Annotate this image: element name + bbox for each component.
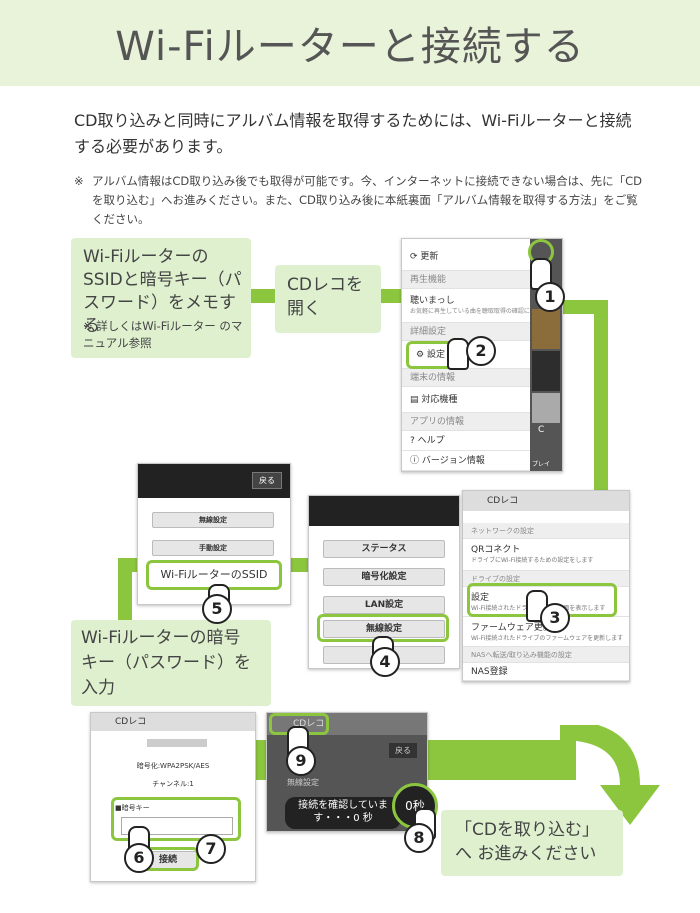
key-encrypt-label: 暗号化:WPA2PSK/AES — [136, 762, 210, 770]
step-number-1: 1 — [535, 282, 565, 312]
note-mark: ※ — [74, 174, 84, 188]
menu-settings[interactable]: ⚙ 設定 — [402, 341, 562, 369]
menu-listen[interactable]: 聴いまっし お気軽に再生している曲を聴取取得の確認に — [402, 289, 562, 323]
wireless-manual[interactable]: 手動設定 — [152, 540, 274, 556]
confirm-message: 接続を確認していま す・・・0 秒 — [285, 797, 401, 829]
settings-nas[interactable]: NAS登録 — [463, 663, 629, 681]
confirm-back-button[interactable]: 戻る — [389, 743, 417, 758]
flow-arrow-icon — [560, 725, 660, 825]
menu-section-play: 再生機能 — [402, 271, 562, 289]
album-cover-1[interactable] — [532, 309, 560, 349]
key-channel: チャンネル:1 — [152, 780, 194, 788]
step-number-2: 2 — [466, 336, 496, 366]
ssid-placeholder — [147, 739, 207, 747]
settings-firmware-title: ファームウェア更新 — [471, 623, 552, 633]
settings-qr-title: QRコネクト — [471, 545, 521, 555]
title-banner — [0, 0, 700, 86]
step-next-box: 「CDを取り込む」へ お進みください — [441, 810, 623, 876]
menu-section-device: 端末の情報 — [402, 369, 562, 387]
step-open-app-text: CDレコを 開く — [287, 275, 363, 319]
menu-section-app: アプリの情報 — [402, 413, 562, 431]
album-cover-3[interactable] — [532, 393, 560, 423]
step-memo-note: ※ 詳しくはWi-Fiルーター のマニュアル参照 — [83, 319, 243, 350]
screen-drive: ステータス 暗号化設定 LAN設定 無線設定 シ — [308, 495, 460, 669]
step-number-9: 9 — [286, 746, 316, 776]
wireless-topbar: 戻る — [138, 464, 290, 498]
play-label: プレイ — [532, 461, 551, 468]
screen-settings: CDレコ ネットワークの設定 QRコネクト ドライブにWi-Fi接続するための設… — [462, 490, 630, 682]
step-enter-key-text: Wi-Fiルーターの暗号 キー（パスワード）を 入力 — [81, 628, 251, 698]
settings-nas-section: NASへ転送/取り込み機能の設定 — [463, 647, 629, 663]
menu-compat[interactable]: ▤ 対応機種 — [402, 387, 562, 413]
step-number-4: 4 — [370, 647, 400, 677]
intro-text: CD取り込みと同時にアルバム情報を取得するためには、Wi-Fiルーターと接続する… — [74, 111, 632, 156]
flow-line-2 — [381, 289, 407, 303]
drive-lan-button[interactable]: LAN設定 — [323, 596, 445, 614]
flow-line-7 — [118, 558, 132, 622]
drive-topbar — [309, 496, 459, 526]
key-label: ■暗号キー — [115, 804, 150, 812]
page-title: Wi-Fiルーターと接続する — [115, 24, 585, 70]
note: ※ アルバム情報はCD取り込み後でも取得が可能です。今、インターネットに接続でき… — [74, 172, 644, 229]
menu-listen-sub: お気軽に再生している曲を聴取取得の確認に — [410, 308, 530, 315]
menu-version[interactable]: ⓘ バージョン情報 — [402, 451, 562, 471]
menu-help-label: ヘルプ — [417, 436, 445, 446]
settings-header: CDレコ — [463, 491, 629, 511]
settings-firmware[interactable]: ファームウェア更新 Wi-Fi接続されたドライブのファームウェアを更新します — [463, 617, 629, 647]
screen-wireless: 戻る 無線設定 手動設定 Wi-FiルーターのSSID — [137, 463, 291, 605]
flow-line-4 — [594, 300, 608, 500]
step-number-8: 8 — [404, 823, 434, 853]
screen-confirm: CDレコ 戻る 無線設定 接続を確認していま す・・・0 秒 — [266, 712, 428, 832]
settings-setting-title: 設定 — [471, 593, 490, 603]
step-memo-text: Wi-Fiルーターの SSIDと暗号キー（パ スワード）をメモする — [83, 247, 242, 336]
step-next-text: 「CDを取り込む」へ お進みください — [455, 820, 599, 864]
settings-firmware-sub: Wi-Fi接続されたドライブのファームウェアを更新します — [471, 635, 624, 642]
drive-status-button[interactable]: ステータス — [323, 540, 445, 558]
settings-network-section: ネットワークの設定 — [463, 523, 629, 539]
step-enter-key-box: Wi-Fiルーターの暗号 キー（パスワード）を 入力 — [71, 620, 271, 706]
step-number-6: 6 — [124, 843, 154, 873]
settings-qr-sub: ドライブにWi-Fi接続するための設定をします — [471, 557, 594, 564]
album-letter-c: C — [538, 425, 545, 435]
menu-version-label: バージョン情報 — [421, 456, 485, 466]
confirm-title: 無線設定 — [287, 778, 319, 787]
wireless-ssid[interactable]: Wi-FiルーターのSSID — [150, 564, 278, 586]
menu-listen-label: 聴いまっし — [410, 296, 455, 306]
step-memo-box: Wi-Fiルーターの SSIDと暗号キー（パ スワード）をメモする ※ 詳しくは… — [71, 238, 251, 358]
drive-encrypt-button[interactable]: 暗号化設定 — [323, 568, 445, 586]
wireless-back-button[interactable]: 戻る — [252, 472, 282, 489]
menu-help[interactable]: ? ヘルプ — [402, 431, 562, 451]
step-number-5: 5 — [202, 594, 232, 624]
settings-qr[interactable]: QRコネクト ドライブにWi-Fi接続するための設定をします — [463, 539, 629, 571]
menu-compat-label: 対応機種 — [421, 395, 458, 405]
menu-update-label: 更新 — [420, 252, 439, 262]
note-text: アルバム情報はCD取り込み後でも取得が可能です。今、インターネットに接続できない… — [92, 174, 642, 226]
step-number-7: 7 — [196, 834, 226, 864]
album-cover-2[interactable] — [532, 351, 560, 391]
key-header: CDレコ — [91, 713, 255, 731]
highlight-key — [111, 797, 241, 841]
menu-update[interactable]: ⟳ 更新 — [402, 243, 562, 271]
flow-line-1 — [251, 289, 277, 303]
step-number-3: 3 — [540, 603, 570, 633]
menu-settings-label: 設定 — [426, 350, 445, 360]
wireless-title: 無線設定 — [152, 512, 274, 528]
step-open-app-box: CDレコを 開く — [275, 265, 381, 333]
screen-key: CDレコ 暗号化:WPA2PSK/AES チャンネル:1 ■暗号キー 接続 — [90, 712, 256, 882]
